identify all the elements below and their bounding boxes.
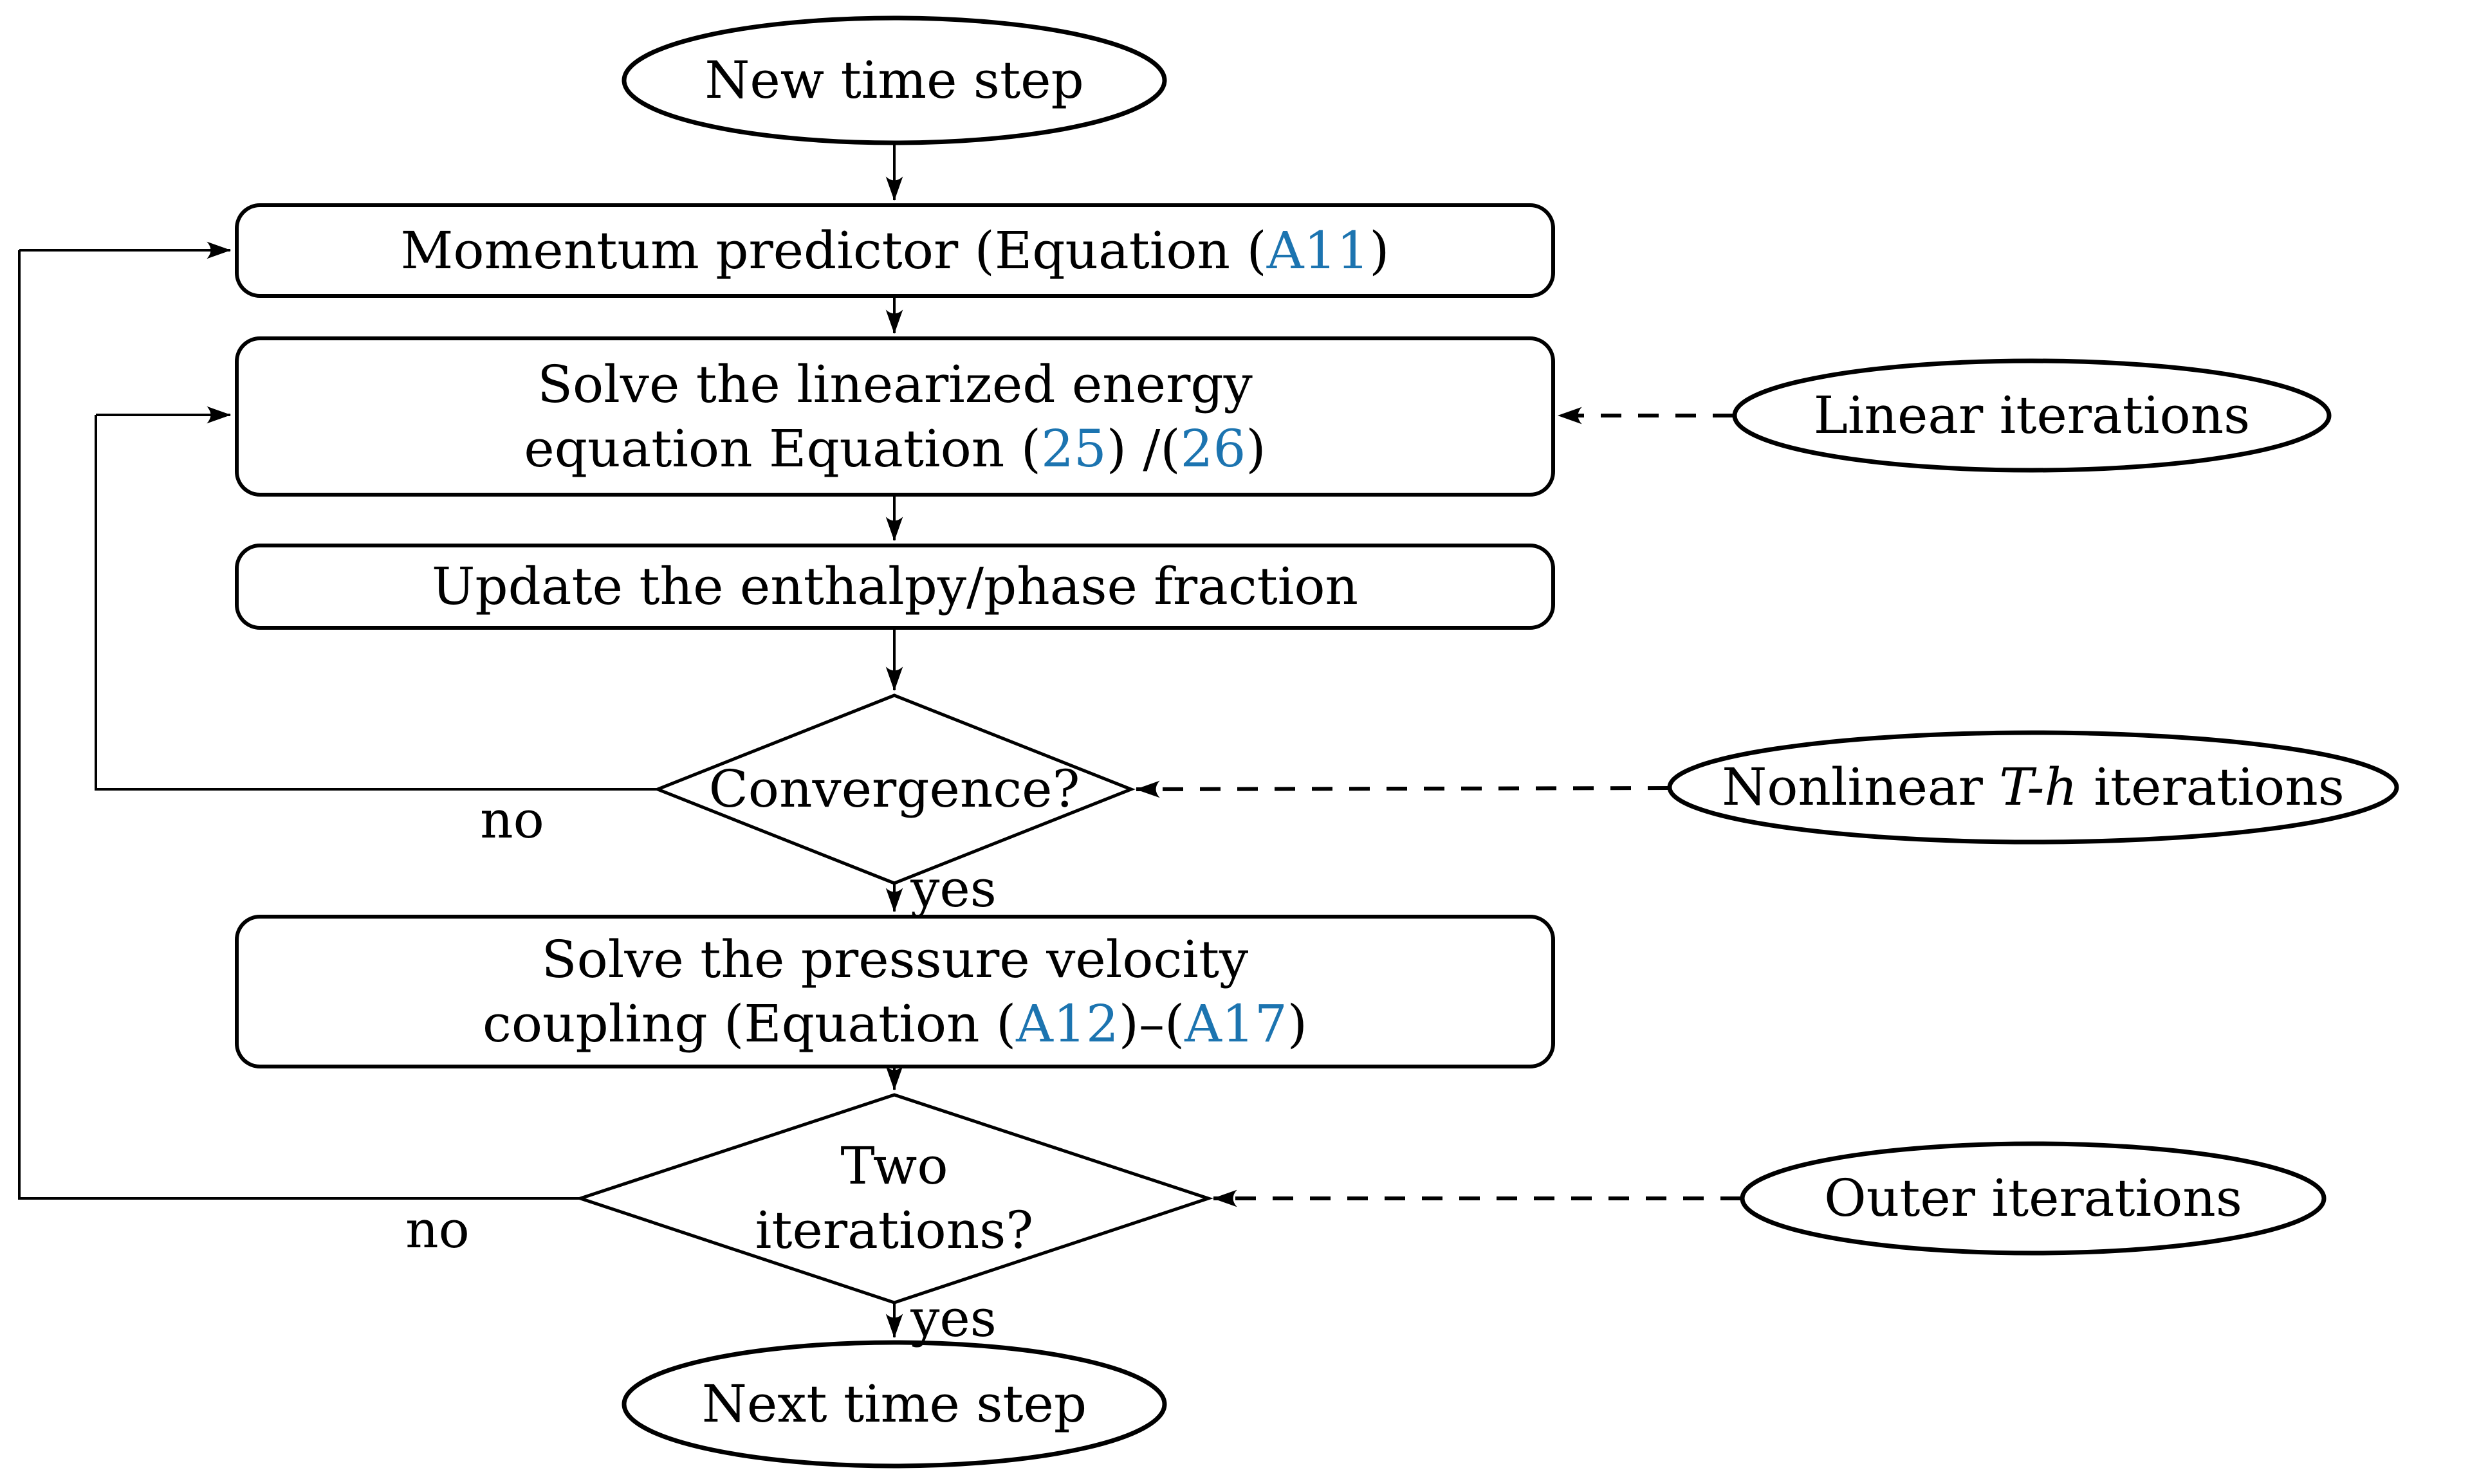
linear-iterations-label: Linear iterations bbox=[1813, 385, 2251, 445]
energy-label-line1: Solve the linearized energy bbox=[537, 353, 1253, 417]
outer-iterations-ellipse bbox=[1740, 1141, 2327, 1256]
outer-iterations-label: Outer iterations bbox=[1824, 1168, 2242, 1228]
update-box bbox=[235, 544, 1555, 630]
pressure-text-pre: coupling (Equation ( bbox=[483, 993, 1017, 1054]
loop-iterations-no-line bbox=[18, 250, 580, 1200]
start-ellipse bbox=[622, 15, 1167, 145]
energy-box bbox=[235, 336, 1555, 497]
pressure-label-line1: Solve the pressure velocity bbox=[542, 928, 1248, 992]
energy-label: Solve the linearized energy equation Equ… bbox=[250, 338, 1540, 495]
energy-text-mid: ) /( bbox=[1106, 418, 1181, 479]
equation-ref-26: 26 bbox=[1180, 418, 1246, 479]
linear-iterations-ellipse bbox=[1732, 358, 2332, 473]
dashed-nonlinear-to-convergence bbox=[1135, 780, 1669, 798]
momentum-box bbox=[235, 203, 1555, 298]
iterations-label: Two iterations? bbox=[701, 1134, 1087, 1263]
energy-text-line1: Solve the linearized energy bbox=[537, 354, 1253, 414]
convergence-label: Convergence? bbox=[708, 759, 1080, 819]
pressure-label-line2: coupling (Equation (A12)–(A17) bbox=[483, 992, 1307, 1056]
pressure-box bbox=[235, 915, 1555, 1068]
update-label: Update the enthalpy/phase fraction bbox=[431, 556, 1359, 616]
momentum-label: Momentum predictor (Equation (A11) bbox=[250, 205, 1540, 296]
momentum-label-row: Momentum predictor (Equation (A11) bbox=[400, 219, 1389, 283]
equation-ref-a11: A11 bbox=[1266, 220, 1370, 280]
equation-ref-a17: A17 bbox=[1184, 993, 1287, 1054]
end-ellipse bbox=[622, 1340, 1167, 1469]
end-label: Next time step bbox=[701, 1374, 1087, 1434]
equation-ref-25: 25 bbox=[1040, 418, 1107, 479]
energy-text-post: ) bbox=[1246, 418, 1266, 479]
energy-label-line2: equation Equation (25) /(26) bbox=[524, 417, 1266, 481]
energy-text-pre: equation Equation ( bbox=[524, 418, 1041, 479]
pressure-label: Solve the pressure velocity coupling (Eq… bbox=[250, 917, 1540, 1067]
pressure-text-post: ) bbox=[1287, 993, 1307, 1054]
equation-ref-a12: A12 bbox=[1016, 993, 1119, 1054]
nonlinear-text-th-italic: T-h bbox=[1999, 757, 2078, 817]
iterations-label-line2: iterations? bbox=[755, 1198, 1033, 1263]
momentum-text-post: ) bbox=[1369, 220, 1390, 280]
iterations-no-label: no bbox=[405, 1200, 470, 1260]
nonlinear-text-post: iterations bbox=[2077, 757, 2345, 817]
iterations-yes-label: yes bbox=[910, 1288, 997, 1348]
convergence-diamond bbox=[653, 693, 1136, 885]
momentum-text-pre: Momentum predictor (Equation ( bbox=[400, 220, 1267, 280]
nonlinear-text-pre: Nonlinear bbox=[1722, 757, 2000, 817]
nonlinear-iterations-ellipse bbox=[1667, 730, 2399, 845]
convergence-no-label: no bbox=[480, 790, 544, 850]
loop-convergence-no-line bbox=[95, 415, 658, 791]
start-label: New time step bbox=[705, 50, 1084, 110]
nonlinear-iterations-row: Nonlinear T-h iterations bbox=[1722, 755, 2345, 820]
convergence-yes-label: yes bbox=[910, 859, 997, 919]
iterations-text-line2: iterations? bbox=[755, 1200, 1034, 1260]
pressure-text-line1: Solve the pressure velocity bbox=[541, 929, 1249, 989]
nonlinear-iterations-label: Nonlinear T-h iterations bbox=[1670, 756, 2397, 818]
iterations-label-line1: Two bbox=[840, 1134, 948, 1198]
pressure-text-mid: )–( bbox=[1118, 993, 1185, 1054]
iterations-text-line1: Two bbox=[840, 1136, 948, 1196]
iterations-diamond bbox=[575, 1093, 1213, 1305]
